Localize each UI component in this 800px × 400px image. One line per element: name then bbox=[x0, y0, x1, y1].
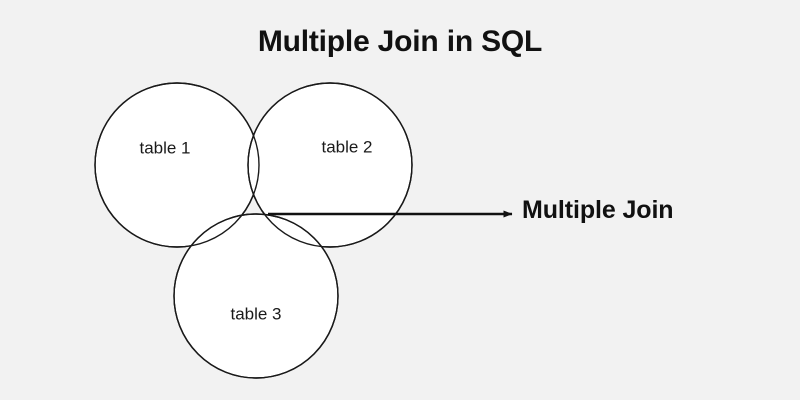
venn-label-table-3: table 3 bbox=[230, 304, 281, 323]
venn-circle-table-3-outline bbox=[173, 213, 339, 379]
venn-circle-table-2-outline bbox=[247, 82, 413, 248]
venn-circle-table-3 bbox=[173, 213, 339, 379]
venn-circle-table-1-outline bbox=[94, 82, 260, 248]
venn-label-table-2: table 2 bbox=[321, 137, 372, 156]
venn-label-table-1: table 1 bbox=[139, 138, 190, 157]
callout-label: Multiple Join bbox=[522, 196, 674, 224]
page-title: Multiple Join in SQL bbox=[257, 25, 543, 58]
